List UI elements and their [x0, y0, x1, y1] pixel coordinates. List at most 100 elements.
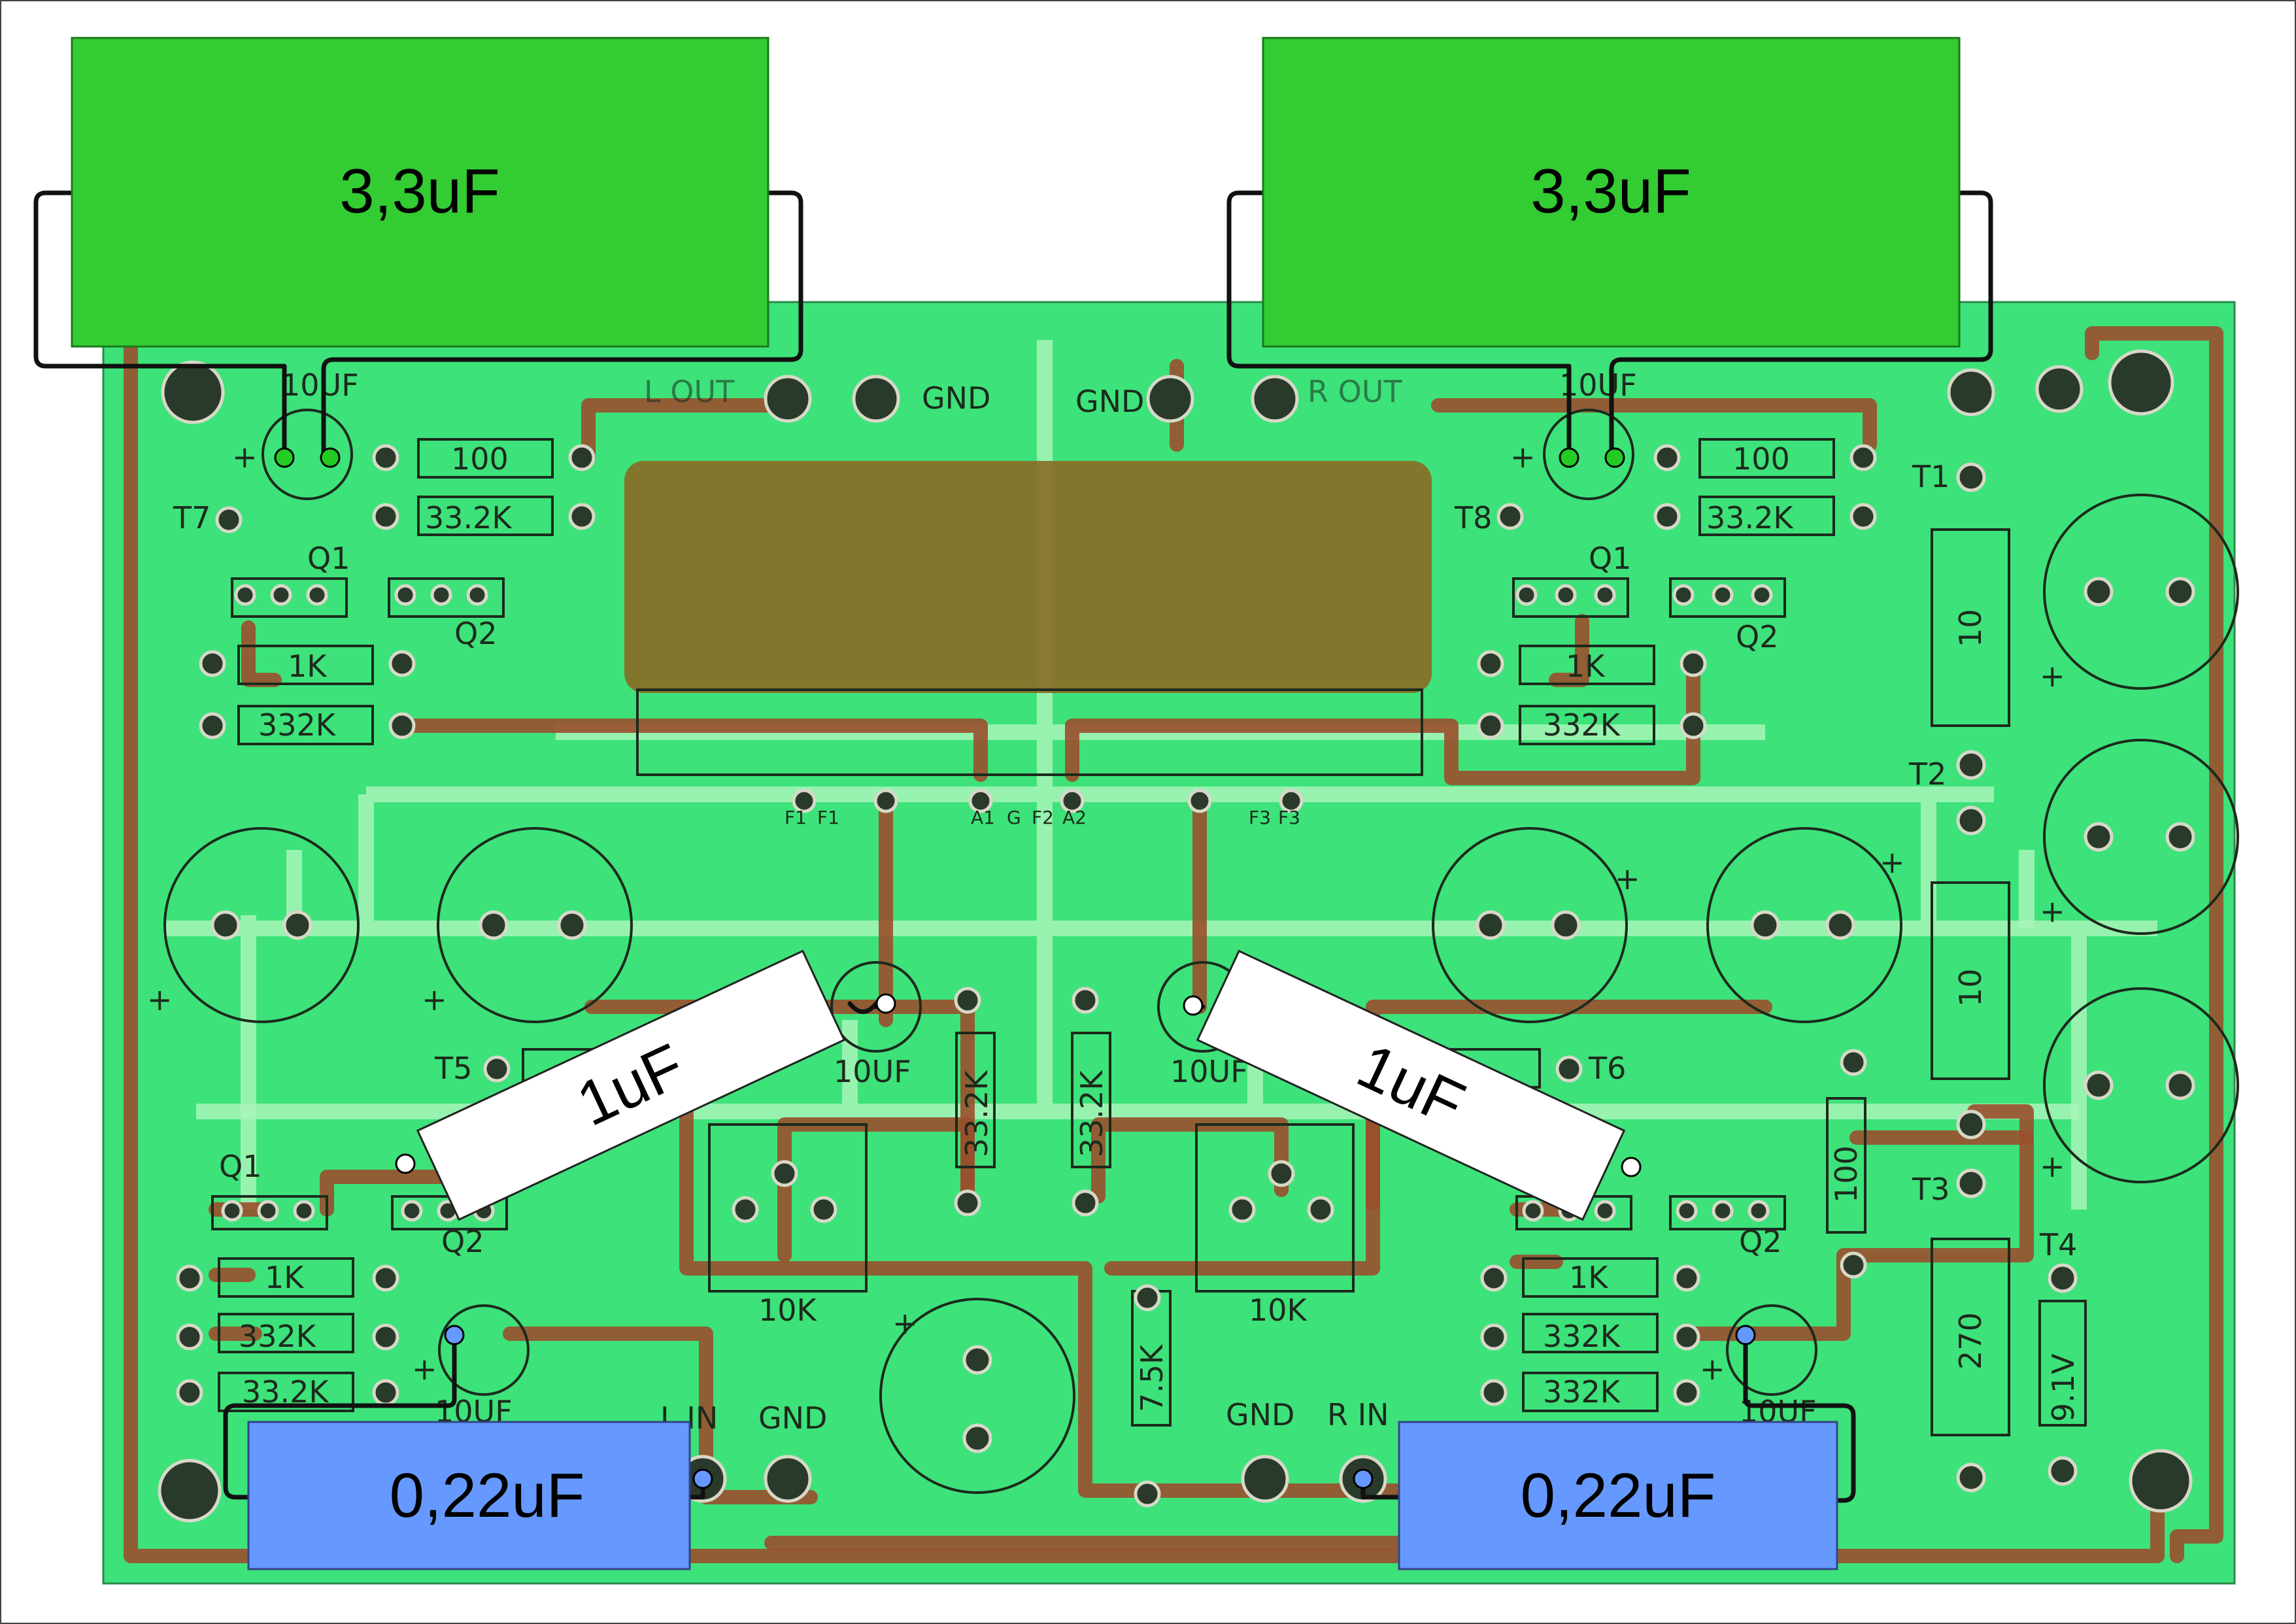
electrolytic-footprints [163, 409, 2239, 1494]
label-1k-bl: 1K [265, 1260, 305, 1295]
pin-bl-1 [444, 1325, 465, 1345]
label-g: G [1007, 807, 1021, 828]
label-100-rot: 100 [1829, 1145, 1864, 1203]
label-q2-tr: Q2 [1736, 619, 1778, 654]
wire-top-right [1226, 190, 1993, 457]
label-10uf-mr: 10UF [1170, 1054, 1248, 1089]
label-10-r2: 10 [1953, 968, 1988, 1007]
capacitor-value: 0,22uF [390, 1461, 585, 1531]
label-plus-bl: + [412, 1351, 437, 1387]
label-9-1v: 9.1V [2046, 1353, 2081, 1422]
label-gnd-br: GND [1226, 1397, 1294, 1432]
capacitor-bottom-right: 0,22uF [1398, 1421, 1838, 1570]
label-10-r1: 10 [1953, 609, 1988, 647]
capacitor-body [416, 949, 846, 1221]
label-q1-tr: Q1 [1589, 541, 1631, 576]
silkscreen-labels: GND GND L OUT R OUT 10UF 10UF + + 100 33… [147, 367, 2077, 1436]
label-plus-tl: + [232, 439, 258, 475]
label-r-in: R IN [1327, 1397, 1389, 1432]
label-7-5k: 7.5K [1134, 1344, 1170, 1412]
label-plus-e7: + [2040, 1149, 2065, 1184]
capacitor-top-left: 3,3uF [71, 37, 769, 348]
module-footprint [624, 461, 1432, 693]
label-plus-e1: + [147, 982, 173, 1017]
label-10uf-tl: 10UF [281, 367, 359, 403]
label-1k-br: 1K [1569, 1260, 1609, 1295]
label-100-r: 100 [1732, 441, 1790, 477]
label-gnd-bl: GND [758, 1400, 827, 1436]
label-plus-br: + [1700, 1351, 1725, 1387]
capacitor-bottom-left: 0,22uF [247, 1421, 691, 1570]
pin-ml-2 [395, 1153, 416, 1174]
pin-ml-1 [875, 993, 896, 1014]
label-q1-tl: Q1 [307, 541, 350, 576]
label-332k-br-1: 332K [1543, 1319, 1621, 1354]
label-t3: T3 [1912, 1172, 1950, 1207]
label-33-2k-r: 33.2K [1706, 500, 1794, 535]
pin-tr-1 [1559, 447, 1579, 468]
label-270: 270 [1953, 1312, 1988, 1370]
label-q1-bl: Q1 [219, 1149, 262, 1184]
label-f3b: F3 [1278, 807, 1300, 828]
label-t5: T5 [434, 1051, 472, 1086]
label-f2: F2 [1032, 807, 1054, 828]
label-q2-br: Q2 [1739, 1224, 1781, 1259]
pin-tr-2 [1604, 447, 1625, 468]
label-10uf-ml: 10UF [834, 1054, 911, 1089]
capacitor-body [1262, 37, 1961, 348]
label-f3a: F3 [1249, 807, 1271, 828]
label-plus-e8: + [892, 1306, 918, 1341]
label-332k-tr: 332K [1543, 707, 1621, 743]
label-33-2k-l: 33.2K [425, 500, 513, 535]
label-1k-tr: 1K [1566, 649, 1606, 684]
label-gnd-top-mid: GND [1075, 384, 1144, 419]
label-t6: T6 [1588, 1051, 1626, 1086]
label-t2: T2 [1908, 756, 1946, 792]
label-a2: A2 [1062, 807, 1087, 828]
label-33-2k-rot-r: 33.2K [1074, 1070, 1109, 1157]
capacitor-value: 3,3uF [339, 156, 499, 226]
wire-top-left [33, 190, 803, 457]
label-r-out: R OUT [1308, 374, 1402, 409]
module-pin-labels: F1 F1 A1 G F2 A2 F3 F3 [785, 807, 1300, 828]
capacitor-body [247, 1421, 691, 1570]
module-outline [636, 688, 1423, 776]
label-t7: T7 [173, 500, 211, 535]
capacitor-pins [274, 447, 1756, 1489]
pin-tl-1 [274, 447, 295, 468]
label-gnd-top-left: GND [922, 381, 990, 416]
label-t1: T1 [1912, 459, 1950, 494]
label-332k-bl: 332K [239, 1319, 317, 1354]
label-plus-e3: + [1615, 861, 1640, 896]
label-plus-e2: + [422, 982, 447, 1017]
label-plus-e6: + [2040, 894, 2065, 929]
ground-pour [163, 340, 2157, 1210]
capacitor-body [1196, 949, 1626, 1221]
label-33-2k-rot-l: 33.2K [959, 1070, 994, 1157]
label-q2-tl: Q2 [454, 616, 497, 651]
label-plus-e4: + [1880, 845, 1905, 880]
pin-mr-1 [1183, 995, 1204, 1016]
label-l-out: L OUT [644, 374, 735, 409]
label-1k-tl: 1K [288, 649, 328, 684]
pin-bl-2 [692, 1468, 713, 1489]
label-f1a: F1 [785, 807, 807, 828]
capacitor-value: 0,22uF [1521, 1461, 1716, 1531]
wire-bottom-right [1743, 1334, 1856, 1503]
label-t8: T8 [1454, 500, 1492, 535]
label-10k-r: 10K [1249, 1293, 1308, 1328]
rotated-labels: 10 10 270 9.1V 100 33.2K 33.2K 7.5K [959, 609, 2081, 1422]
label-plus-e5: + [2040, 658, 2065, 694]
pin-tl-2 [320, 447, 341, 468]
capacitor-body [71, 37, 769, 348]
label-100-l: 100 [451, 441, 509, 477]
pin-mr-2 [1621, 1157, 1642, 1177]
label-10k-l: 10K [758, 1293, 818, 1328]
label-plus-tr: + [1510, 439, 1536, 475]
pin-br-2 [1353, 1468, 1374, 1489]
label-a1: A1 [971, 807, 995, 828]
capacitor-body [1398, 1421, 1838, 1570]
label-332k-br-2: 332K [1543, 1374, 1621, 1410]
